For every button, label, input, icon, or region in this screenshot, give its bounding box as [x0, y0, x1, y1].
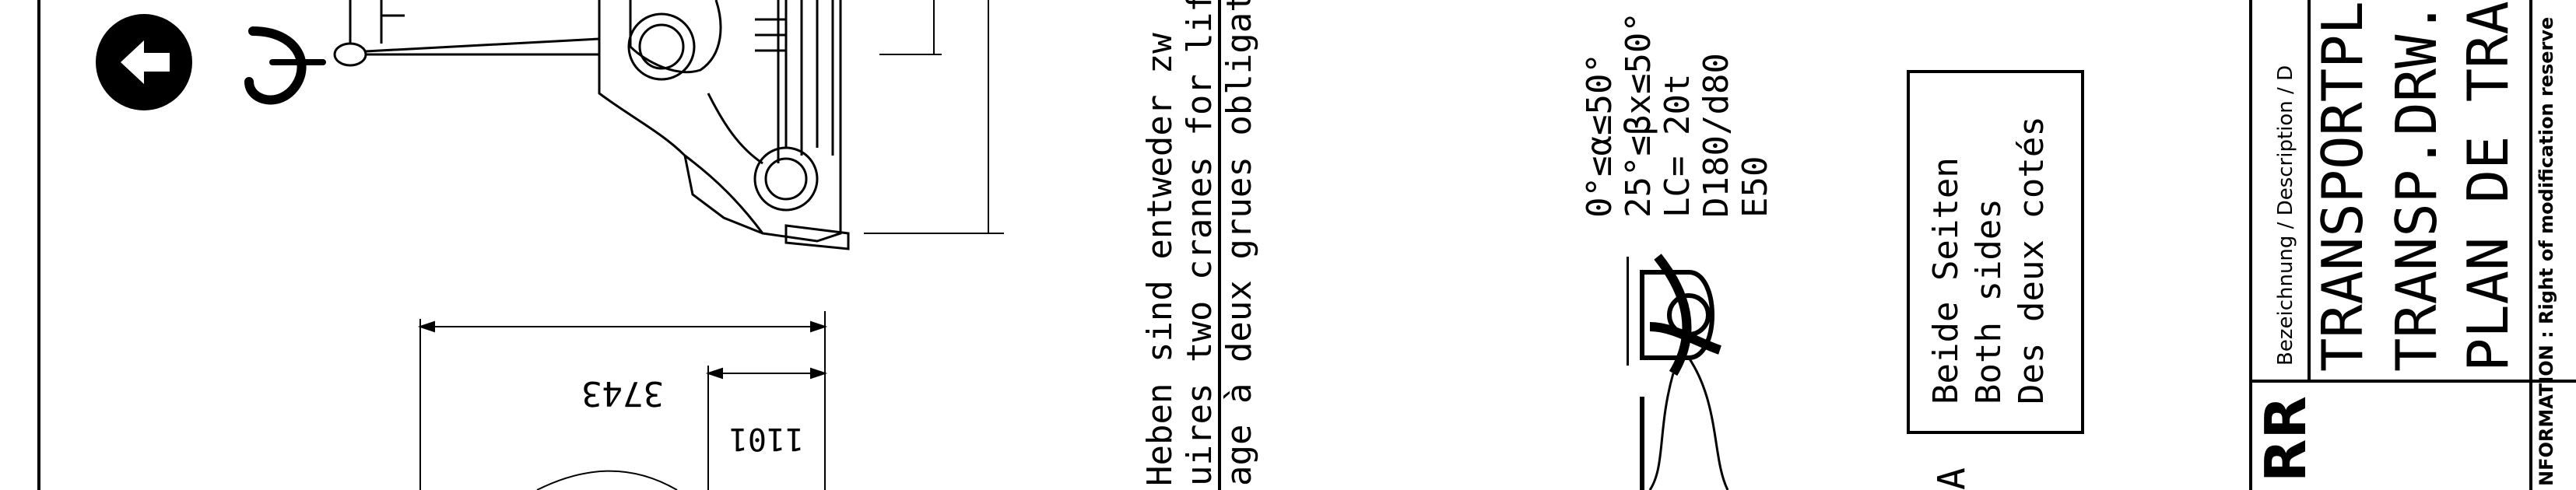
spec-lc: LC= 20t [1658, 73, 1697, 218]
title-desc-divider [2308, 0, 2311, 380]
both-sides-fr: Des deux cotés [2012, 116, 2051, 404]
title-info: NFORMATION : Right of modification reser… [2536, 16, 2557, 486]
title-desc-header: Bezeichnung / Description / D [2274, 65, 2297, 366]
spec-beta: 25°≤βx≤50° [1619, 12, 1658, 218]
dim-1101: 1101 [729, 421, 804, 457]
lifting-drawing: 3743 1101 [96, 0, 1004, 490]
spec-d: D180/d80 [1697, 53, 1736, 218]
title-block-logo: RR [2253, 396, 2318, 482]
lift-note-de: Heben sind entweder zw [1140, 33, 1180, 486]
spec-e: E50 [1735, 156, 1775, 218]
notes-divider [1218, 0, 1221, 490]
left-frame-border [37, 0, 40, 490]
shackle-icon [333, 42, 367, 67]
both-sides-de: Beide Seiten [1926, 157, 1966, 404]
title-en: TRANSP.DRW.U [2384, 0, 2449, 372]
sling-detail-drawing [1627, 254, 1729, 490]
both-sides-box [1907, 70, 2084, 434]
arrow-left-icon [96, 14, 192, 110]
crane-hook-icon [244, 26, 326, 105]
view-label-a: A [1930, 467, 1974, 490]
lift-note-fr: age à deux grues obligat [1220, 0, 1259, 486]
title-fr: PLAN DE TRAN [2455, 0, 2521, 372]
spec-alpha: 0°≤α≤50° [1580, 53, 1620, 218]
title-info-divider [2529, 0, 2532, 490]
both-sides-en: Both sides [1969, 198, 2009, 404]
dim-3743: 3743 [581, 373, 664, 413]
lift-note-en: uires two cranes for lift [1180, 0, 1220, 486]
title-de: TRANSPORTPLA [2310, 0, 2375, 372]
title-block-divider [2249, 0, 2252, 490]
title-block-row-line [2249, 380, 2576, 383]
